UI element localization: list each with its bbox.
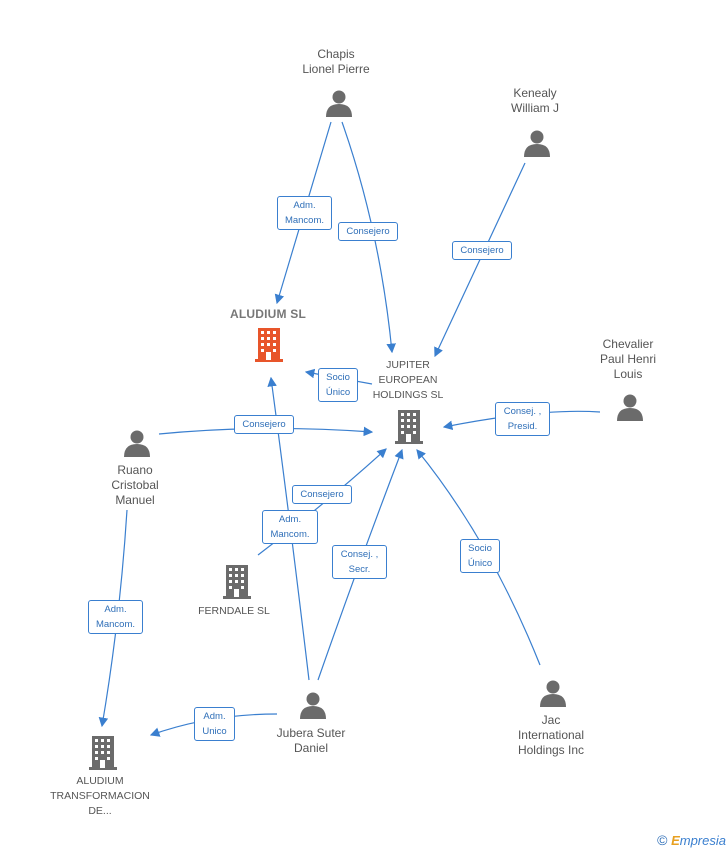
node-label-ferndale[interactable]: FERNDALE SL [198,605,270,617]
edge-label-kenealy-jupiter: Consejero [452,241,512,260]
edge-label-chapis-aludium: Adm. Mancom. [277,196,332,230]
edge-label-jac-jupiter: Socio Único [460,539,500,573]
person-icon[interactable] [325,89,353,117]
node-label-jac[interactable]: Jac International Holdings Inc [517,713,585,757]
person-icon[interactable] [616,393,644,421]
person-icon[interactable] [299,691,327,719]
person-icon[interactable] [123,429,151,457]
edge-label-jupiter-aludium: Socio Único [318,368,358,402]
brand-logo-mark: E [671,833,680,848]
brand-footer[interactable]: © Empresia [657,832,726,848]
edge-label-ruano-jupiter: Consejero [234,415,294,434]
building-icon-highlight[interactable] [254,328,284,362]
node-label-jubera[interactable]: Jubera Suter Daniel [276,726,346,755]
edge-label-ferndale-jupiter: Consejero [292,485,352,504]
node-label-kenealy[interactable]: Kenealy William J [511,86,559,115]
person-icon[interactable] [539,679,567,707]
edge-label-jubera-aludium-trans: Adm. Unico [194,707,235,741]
brand-logo-text: mpresia [679,833,726,848]
edge-label-chevalier-jupiter: Consej. , Presid. [495,402,550,436]
edge-label-chapis-jupiter: Consejero [338,222,398,241]
node-label-aludium-trans[interactable]: ALUDIUM TRANSFORMACION DE... [50,775,150,817]
node-label-jupiter[interactable]: JUPITER EUROPEAN HOLDINGS SL [372,359,444,401]
copyright-icon: © [657,832,668,848]
node-label-ruano[interactable]: Ruano Cristobal Manuel [111,463,159,507]
building-icon[interactable] [88,736,118,770]
building-icon[interactable] [222,565,252,599]
person-icon[interactable] [523,129,551,157]
node-label-aludium[interactable]: ALUDIUM SL [230,307,306,321]
building-icon[interactable] [394,410,424,444]
edge-label-jubera-aludium: Adm. Mancom. [262,510,318,544]
edge-label-ruano-aludium-trans: Adm. Mancom. [88,600,143,634]
node-label-chevalier[interactable]: Chevalier Paul Henri Louis [599,337,657,381]
node-label-chapis[interactable]: Chapis Lionel Pierre [302,47,370,76]
edge-label-jubera-jupiter: Consej. , Secr. [332,545,387,579]
